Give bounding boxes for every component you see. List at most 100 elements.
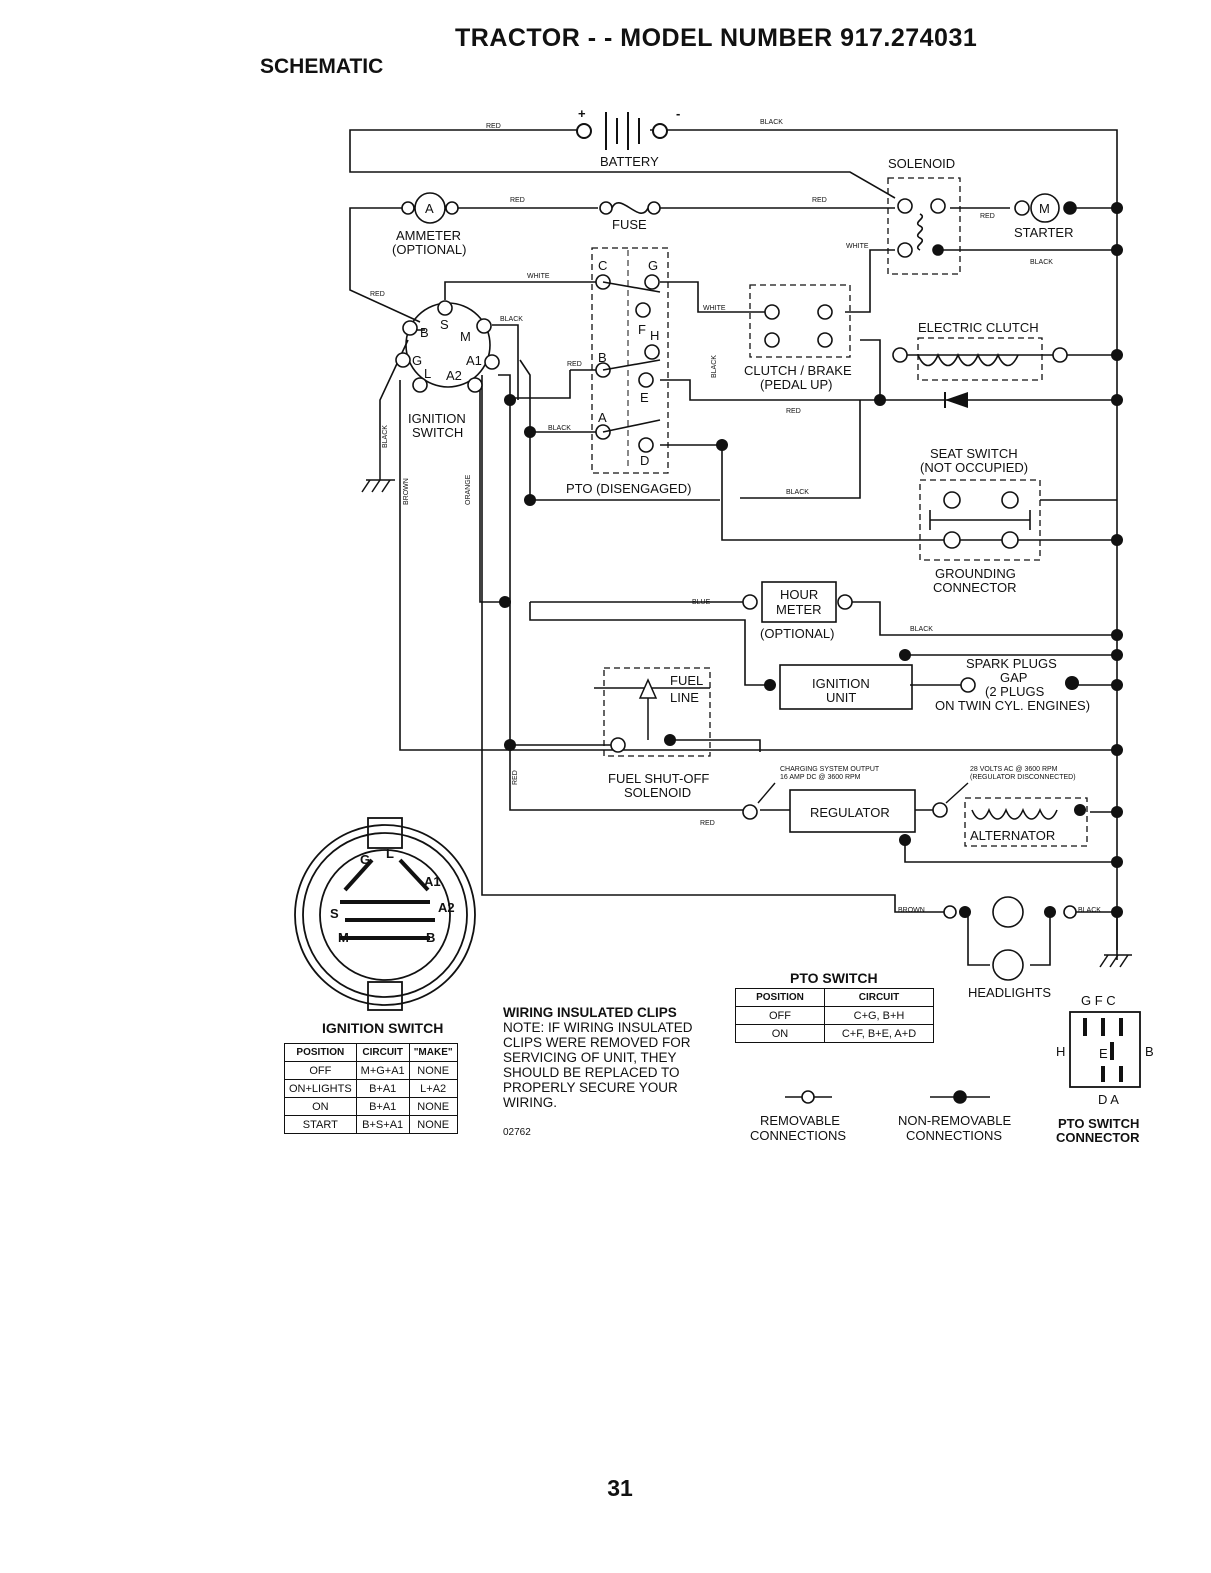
ign-face-l: L — [386, 846, 394, 861]
removable-label1: REMOVABLE — [760, 1113, 840, 1128]
fuse-symbol — [599, 201, 661, 215]
charging-output-label: CHARGING SYSTEM OUTPUT — [780, 766, 880, 773]
table-cell: L+A2 — [408, 1079, 458, 1098]
ign-term-g: G — [412, 353, 422, 368]
ammeter-symbol — [401, 192, 459, 224]
battery-minus: - — [676, 106, 680, 121]
ignition-unit-label1: IGNITION — [812, 676, 870, 691]
pto-term-b: B — [598, 350, 607, 365]
wire-label-red: RED — [700, 820, 715, 827]
ign-term-b: B — [420, 325, 429, 340]
volts-ac-label: 28 VOLTS AC @ 3600 RPM — [970, 766, 1058, 773]
table-header: POSITION — [284, 1043, 357, 1062]
ignition-unit-label2: UNIT — [826, 690, 856, 705]
pto-conn-mid: E — [1099, 1046, 1108, 1061]
headlights-label: HEADLIGHTS — [968, 985, 1051, 1000]
seat-switch-contacts — [929, 491, 1031, 549]
table-cell: B+A1 — [355, 1097, 410, 1116]
ignition-switch-label2: SWITCH — [412, 425, 463, 440]
wire-label-black: BLACK — [1078, 907, 1101, 914]
table-cell: NONE — [408, 1115, 458, 1134]
grounding-label: GROUNDING — [935, 566, 1016, 581]
alternator-box — [964, 797, 1088, 847]
wire-label-red: RED — [486, 123, 501, 130]
table-cell: NONE — [408, 1061, 458, 1080]
wire-label-black: BLACK — [382, 425, 389, 448]
pto-switch-table: POSITION CIRCUIT OFF C+G, B+H ON C+F, B+… — [735, 988, 934, 1043]
wire-label-red: RED — [812, 197, 827, 204]
legend — [785, 1090, 990, 1104]
hour-optional-label: (OPTIONAL) — [760, 626, 834, 641]
table-cell: OFF — [284, 1061, 357, 1080]
ign-face-g: G — [360, 852, 370, 867]
wire-label-orange: ORANGE — [465, 474, 472, 505]
wire-label-red: RED — [567, 361, 582, 368]
pto-term-d: D — [640, 453, 649, 468]
nonremovable-label2: CONNECTIONS — [906, 1128, 1002, 1143]
connector-label: CONNECTOR — [933, 580, 1017, 595]
page-title: TRACTOR - - MODEL NUMBER 917.274031 — [455, 24, 978, 52]
table-row: ON B+A1 NONE — [284, 1097, 458, 1116]
electric-clutch-coil — [892, 347, 1068, 367]
ign-face-b: B — [426, 930, 435, 945]
starter-symbol — [1014, 193, 1077, 223]
pto-connector-pins — [1083, 1018, 1123, 1082]
wire-label-white: WHITE — [527, 273, 550, 280]
table-header: CIRCUIT — [824, 988, 934, 1007]
not-occupied-label: (NOT OCCUPIED) — [920, 460, 1028, 475]
fuel-solenoid-label: SOLENOID — [624, 785, 691, 800]
pto-table-caption: PTO SWITCH — [790, 970, 878, 986]
hour-meter-box — [761, 581, 837, 623]
wire-label-red: RED — [980, 213, 995, 220]
wire-label-black: BLACK — [910, 626, 933, 633]
clutch-brake-contacts — [764, 304, 833, 348]
pto-term-f: F — [638, 322, 646, 337]
charging-amp-label: 16 AMP DC @ 3600 RPM — [780, 774, 861, 781]
wire-label-black: BLACK — [760, 119, 783, 126]
wiring-note-text: NOTE: IF WIRING INSULATED CLIPS WERE REM… — [503, 1020, 693, 1110]
ign-term-a2: A2 — [446, 368, 462, 383]
pedal-up-label: (PEDAL UP) — [760, 377, 832, 392]
battery-label: BATTERY — [600, 154, 659, 169]
ignition-switch-symbol — [395, 300, 500, 393]
headlight-icon — [943, 896, 1077, 981]
wire-label-brown: BROWN — [403, 478, 410, 505]
battery-symbol — [576, 112, 668, 150]
table-cell: B+S+A1 — [355, 1115, 410, 1134]
spark-plugs-label: SPARK PLUGS — [966, 656, 1057, 671]
pto-term-e: E — [640, 390, 649, 405]
table-row: ON C+F, B+E, A+D — [735, 1024, 934, 1043]
pto-disengaged-label: PTO (DISENGAGED) — [566, 481, 691, 496]
page-subtitle: SCHEMATIC — [260, 55, 384, 78]
two-plugs-label: (2 PLUGS — [985, 684, 1045, 699]
ign-face-a1: A1 — [424, 874, 441, 889]
regulator-box — [789, 789, 916, 833]
fuel-shutoff-label: FUEL SHUT-OFF — [608, 771, 709, 786]
table-cell: M+G+A1 — [355, 1061, 410, 1080]
wire-label-red: RED — [510, 197, 525, 204]
table-cell: START — [284, 1115, 357, 1134]
table-cell: ON — [735, 1024, 825, 1043]
wiring-note-heading: WIRING INSULATED CLIPS — [503, 1005, 677, 1020]
pto-conn-top: G F C — [1081, 993, 1116, 1008]
ammeter-icon-letter: A — [425, 201, 434, 216]
pto-term-g: G — [648, 258, 658, 273]
wiring-note: WIRING INSULATED CLIPS NOTE: IF WIRING I… — [503, 1005, 733, 1110]
diode-icon — [945, 392, 968, 408]
table-cell: ON+LIGHTS — [284, 1079, 357, 1098]
wire-label-white: WHITE — [846, 243, 869, 250]
pto-conn-left: H — [1056, 1044, 1065, 1059]
wire-label-brown: BROWN — [898, 907, 925, 914]
table-cell: NONE — [408, 1097, 458, 1116]
pto-switch-contacts — [595, 274, 661, 453]
table-cell: C+G, B+H — [824, 1006, 934, 1025]
ignition-unit-box — [779, 664, 913, 710]
ground-symbol-icon — [361, 440, 395, 493]
table-cell: C+F, B+E, A+D — [824, 1024, 934, 1043]
wires — [349, 129, 1118, 966]
ammeter-optional: (OPTIONAL) — [392, 242, 466, 257]
starter-icon-letter: M — [1039, 201, 1050, 216]
wire-label-red: RED — [786, 408, 801, 415]
solenoid-label: SOLENOID — [888, 156, 955, 171]
